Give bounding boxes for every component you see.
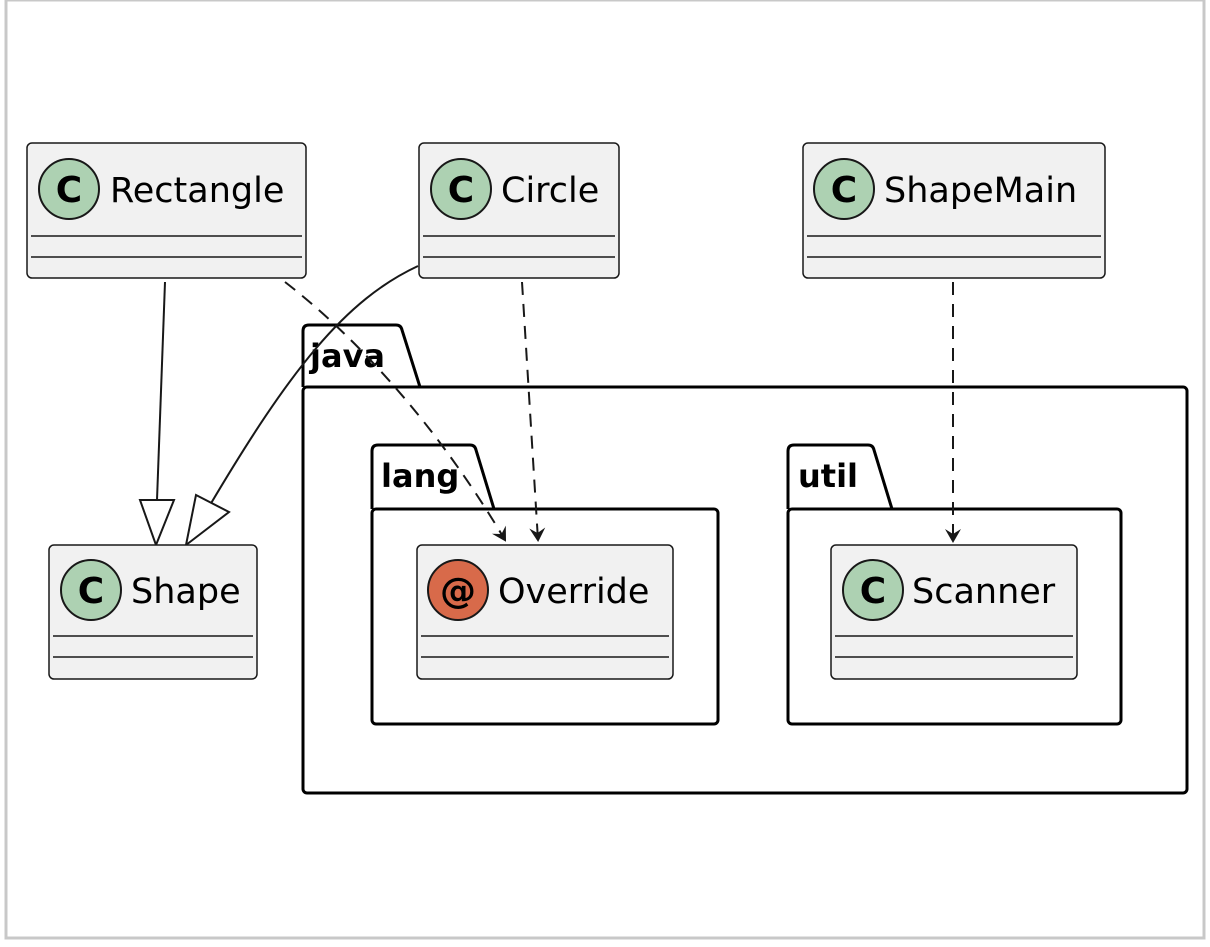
class-icon bbox=[38, 158, 100, 220]
class-circle[interactable]: C Circle bbox=[418, 142, 620, 279]
relations bbox=[138, 265, 961, 548]
class-stereotype: C bbox=[56, 170, 82, 211]
class-rectangle[interactable]: C Rectangle bbox=[26, 142, 307, 279]
class-icon bbox=[60, 559, 122, 621]
class-icon bbox=[430, 158, 492, 220]
class-icon bbox=[842, 559, 904, 621]
class-name: Circle bbox=[501, 171, 599, 211]
rectangle-to-shape-line bbox=[156, 281, 166, 501]
page-border bbox=[4, 0, 1206, 940]
package-util-label: util bbox=[798, 457, 858, 495]
class-name: ShapeMain bbox=[884, 171, 1077, 211]
rectangle-to-shape-arrowhead bbox=[138, 499, 176, 548]
rectangle-to-override-line bbox=[284, 281, 507, 542]
annotation-override[interactable]: @ Override bbox=[416, 544, 674, 680]
class-shape[interactable]: C Shape bbox=[48, 544, 258, 680]
class-shapemain[interactable]: C ShapeMain bbox=[802, 142, 1106, 279]
class-name: Scanner bbox=[912, 572, 1056, 612]
class-icon bbox=[813, 158, 875, 220]
circle-to-shape-line bbox=[209, 265, 419, 506]
class-stereotype: C bbox=[448, 170, 474, 211]
class-name: Rectangle bbox=[110, 171, 284, 211]
package-util[interactable]: util bbox=[786, 443, 1123, 726]
circle-to-shape-arrowhead bbox=[184, 493, 231, 548]
class-stereotype: @ bbox=[440, 571, 476, 612]
class-scanner[interactable]: C Scanner bbox=[830, 544, 1078, 680]
class-stereotype: C bbox=[831, 170, 857, 211]
annotation-icon bbox=[427, 559, 489, 621]
class-stereotype: C bbox=[78, 571, 104, 612]
package-lang[interactable]: lang bbox=[370, 443, 720, 726]
package-lang-label: lang bbox=[381, 457, 459, 495]
class-name: Override bbox=[498, 572, 649, 612]
class-stereotype: C bbox=[860, 571, 886, 612]
class-name: Shape bbox=[131, 572, 241, 612]
